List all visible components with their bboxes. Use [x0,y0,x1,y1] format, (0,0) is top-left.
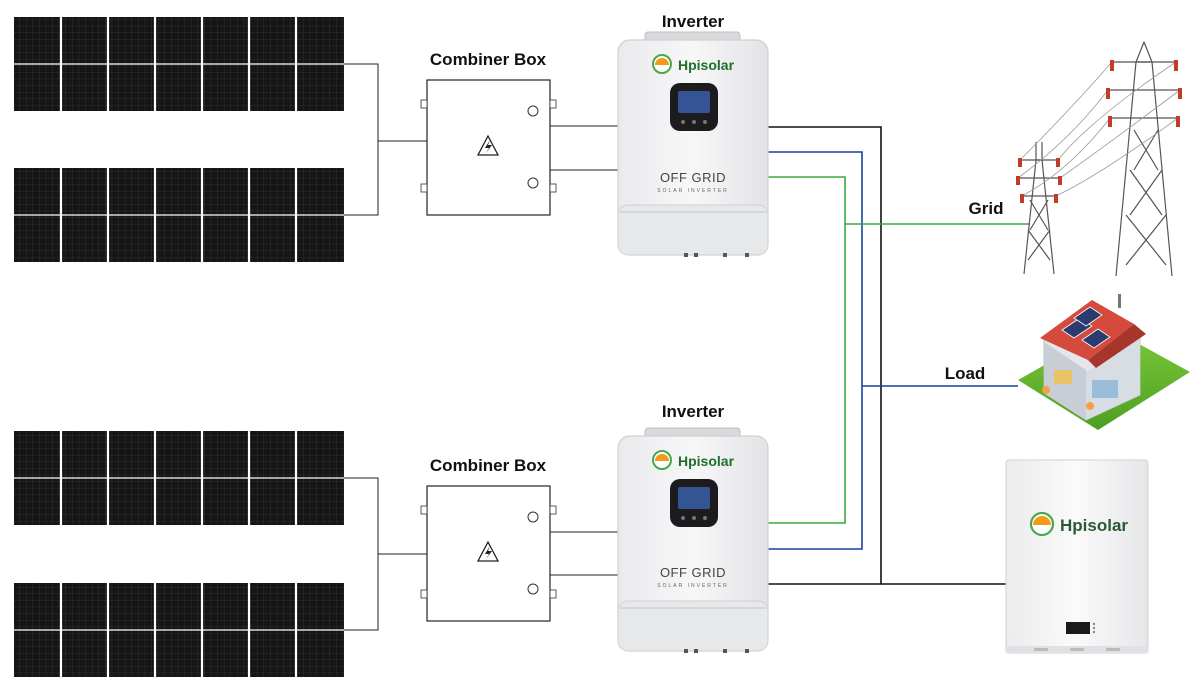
combiner-box-label-bottom: Combiner Box [430,456,547,475]
combiner-box-label-top: Combiner Box [430,50,547,69]
solar-array-4 [14,583,344,677]
panel-wiring [344,63,620,631]
warning-icon [476,540,500,562]
inverter-brand: Hpisolar [678,453,735,469]
battery-display [1066,622,1090,634]
house-icon [1018,294,1190,430]
solar-array-2 [14,168,344,262]
ac-wiring [767,126,1030,585]
combiner-box-bottom [420,485,557,622]
solar-array-1 [14,17,344,111]
roof-solar-panel-icon [1061,306,1111,349]
inverter-mode-label: OFF GRID [660,170,726,185]
inverter-label-bottom: Inverter [662,402,725,421]
inverter-top: Hpisolar OFF GRID SOLAR INVERTER [617,31,769,257]
power-tower-icon [1017,41,1181,277]
battery-unit: Hpisolar [1005,459,1149,654]
load-label: Load [945,364,986,383]
grid-label: Grid [969,199,1004,218]
warning-icon [476,134,500,156]
solar-array-3 [14,431,344,525]
battery-brand: Hpisolar [1060,516,1128,535]
inverter-label-top: Inverter [662,12,725,31]
brand-logo-icon [652,54,672,74]
inverter-mode-label: OFF GRID [660,565,726,580]
brand-logo-icon [652,450,672,470]
inverter-bottom: Hpisolar OFF GRID SOLAR INVERTER [617,427,769,653]
inverter-subtitle: SOLAR INVERTER [657,583,729,589]
tower-insulators [1016,60,1182,203]
combiner-box-top [420,79,557,216]
inverter-brand: Hpisolar [678,57,735,73]
brand-logo-icon [1029,511,1055,537]
inverter-subtitle: SOLAR INVERTER [657,188,729,194]
